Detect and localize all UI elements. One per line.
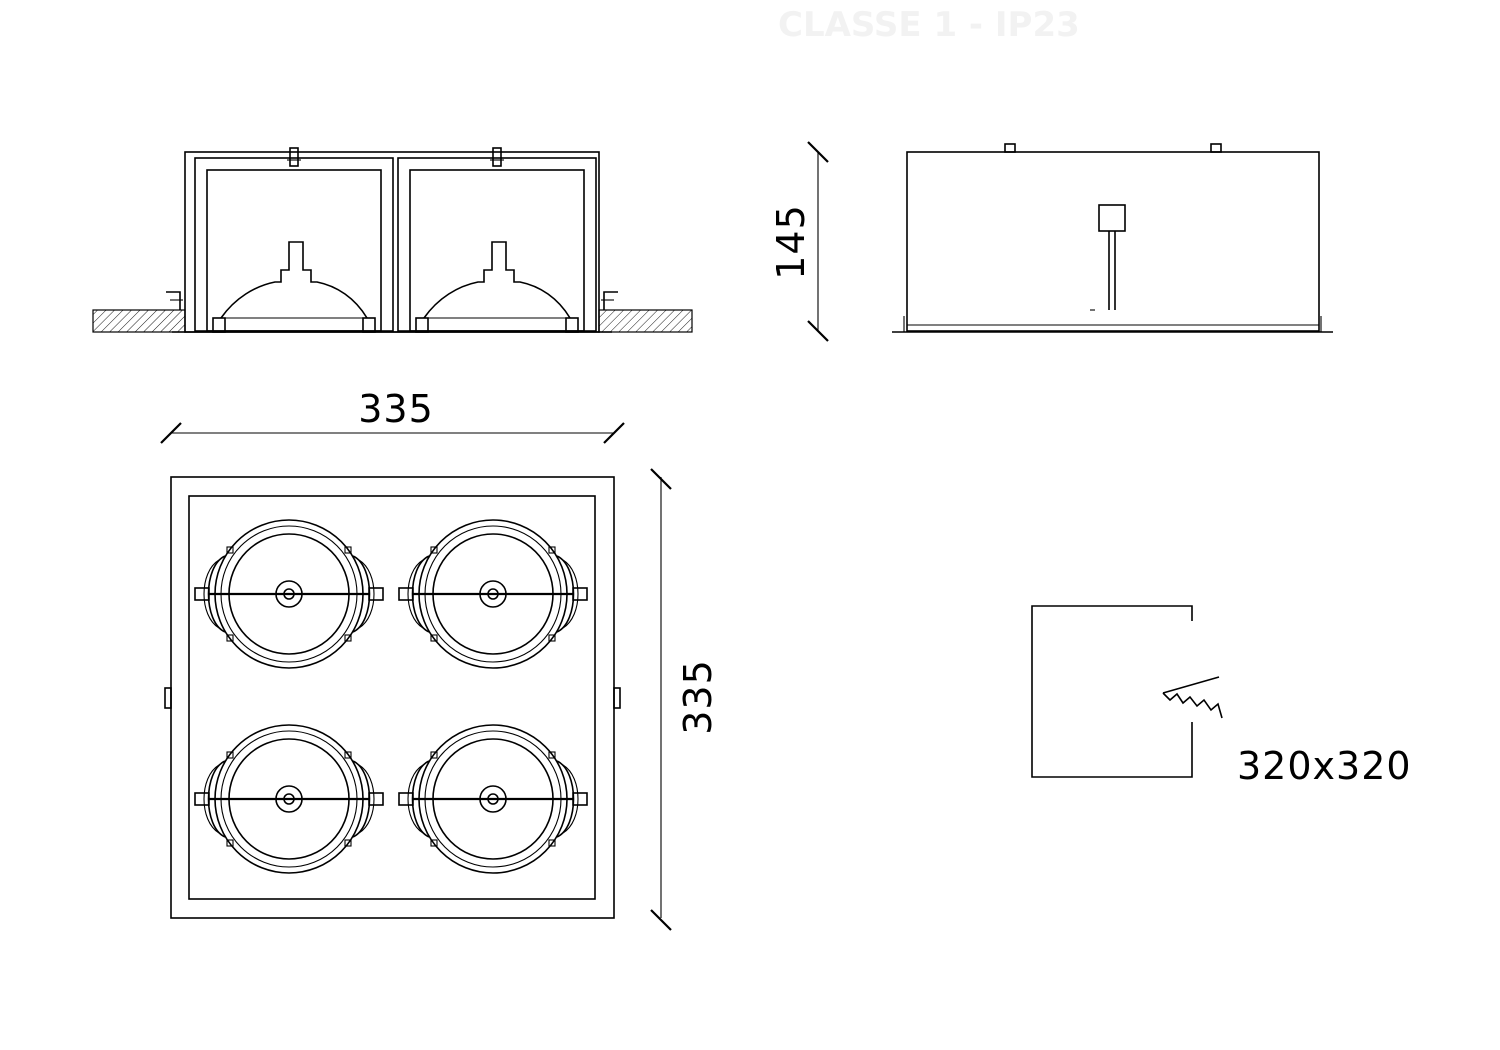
height-value: 335 [676, 659, 720, 735]
height-dimension: 335 [650, 468, 720, 931]
classification-label: CLASSE 1 - IP23 [778, 5, 1080, 45]
cutout-symbol: 320x320 [1031, 605, 1412, 788]
front-section-view [92, 147, 693, 333]
top-view [164, 476, 621, 919]
lamp-module [397, 518, 589, 670]
depth-value: 145 [769, 204, 813, 280]
depth-dimension: 145 [769, 141, 829, 342]
side-view [892, 143, 1333, 333]
width-dimension: 335 [160, 387, 625, 444]
width-value: 335 [358, 387, 434, 431]
lamp-module [193, 518, 385, 670]
cutout-value: 320x320 [1237, 744, 1412, 788]
lamp-module [397, 723, 589, 875]
lamp-module [193, 723, 385, 875]
